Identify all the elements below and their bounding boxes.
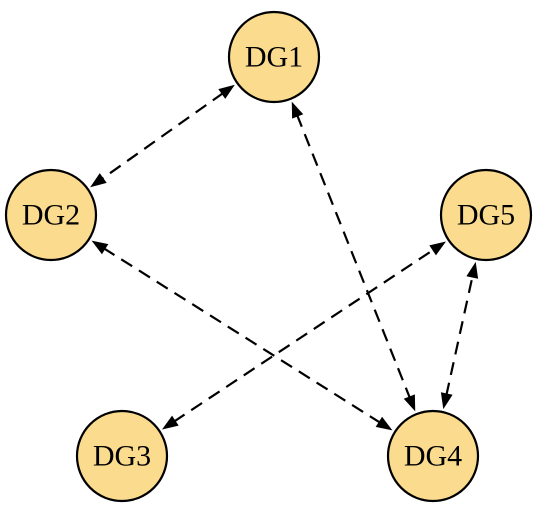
arrowhead-dg2-dg4-at-dg4 <box>375 416 393 431</box>
arrowhead-dg4-dg5-at-dg5 <box>466 261 479 279</box>
edge-line-dg1-dg2 <box>100 91 225 181</box>
arrowhead-dg1-dg2-at-dg1 <box>218 84 235 99</box>
node-dg4-label: DG4 <box>404 440 462 473</box>
arrowhead-dg2-dg4-at-dg2 <box>91 240 109 255</box>
arrowhead-dg3-dg5-at-dg5 <box>429 241 446 256</box>
arrowhead-dg1-dg2-at-dg2 <box>90 173 107 188</box>
node-dg2-circle <box>4 168 98 262</box>
arrowhead-dg1-dg4-at-dg4 <box>403 394 416 412</box>
edge-line-dg3-dg5 <box>173 248 435 423</box>
node-dg3-circle <box>75 409 169 503</box>
edge-line-dg1-dg4 <box>295 114 412 399</box>
arrowhead-dg3-dg5-at-dg3 <box>162 415 179 430</box>
node-dg3: DG3 <box>75 409 169 503</box>
edges-layer <box>90 84 479 431</box>
node-dg2: DG2 <box>4 168 98 262</box>
node-dg5-circle <box>439 168 533 262</box>
edge-line-dg4-dg5 <box>445 275 474 396</box>
node-dg2-label: DG2 <box>22 199 80 232</box>
edge-dg3-dg5 <box>173 248 435 423</box>
node-dg3-label: DG3 <box>93 440 151 473</box>
node-dg4: DG4 <box>386 409 480 503</box>
node-dg1-label: DG1 <box>245 41 303 74</box>
edge-dg1-dg2 <box>100 91 225 181</box>
node-dg5-label: DG5 <box>457 199 515 232</box>
node-dg4-circle <box>386 409 480 503</box>
edge-dg4-dg5 <box>445 275 474 396</box>
arrowhead-dg4-dg5-at-dg4 <box>440 392 453 410</box>
node-dg1: DG1 <box>227 10 321 104</box>
edge-line-dg2-dg4 <box>102 247 382 424</box>
node-dg5: DG5 <box>439 168 533 262</box>
edge-dg1-dg4 <box>295 114 412 399</box>
arrowhead-dg1-dg4-at-dg1 <box>291 101 304 119</box>
node-dg1-circle <box>227 10 321 104</box>
edge-dg2-dg4 <box>102 247 382 424</box>
